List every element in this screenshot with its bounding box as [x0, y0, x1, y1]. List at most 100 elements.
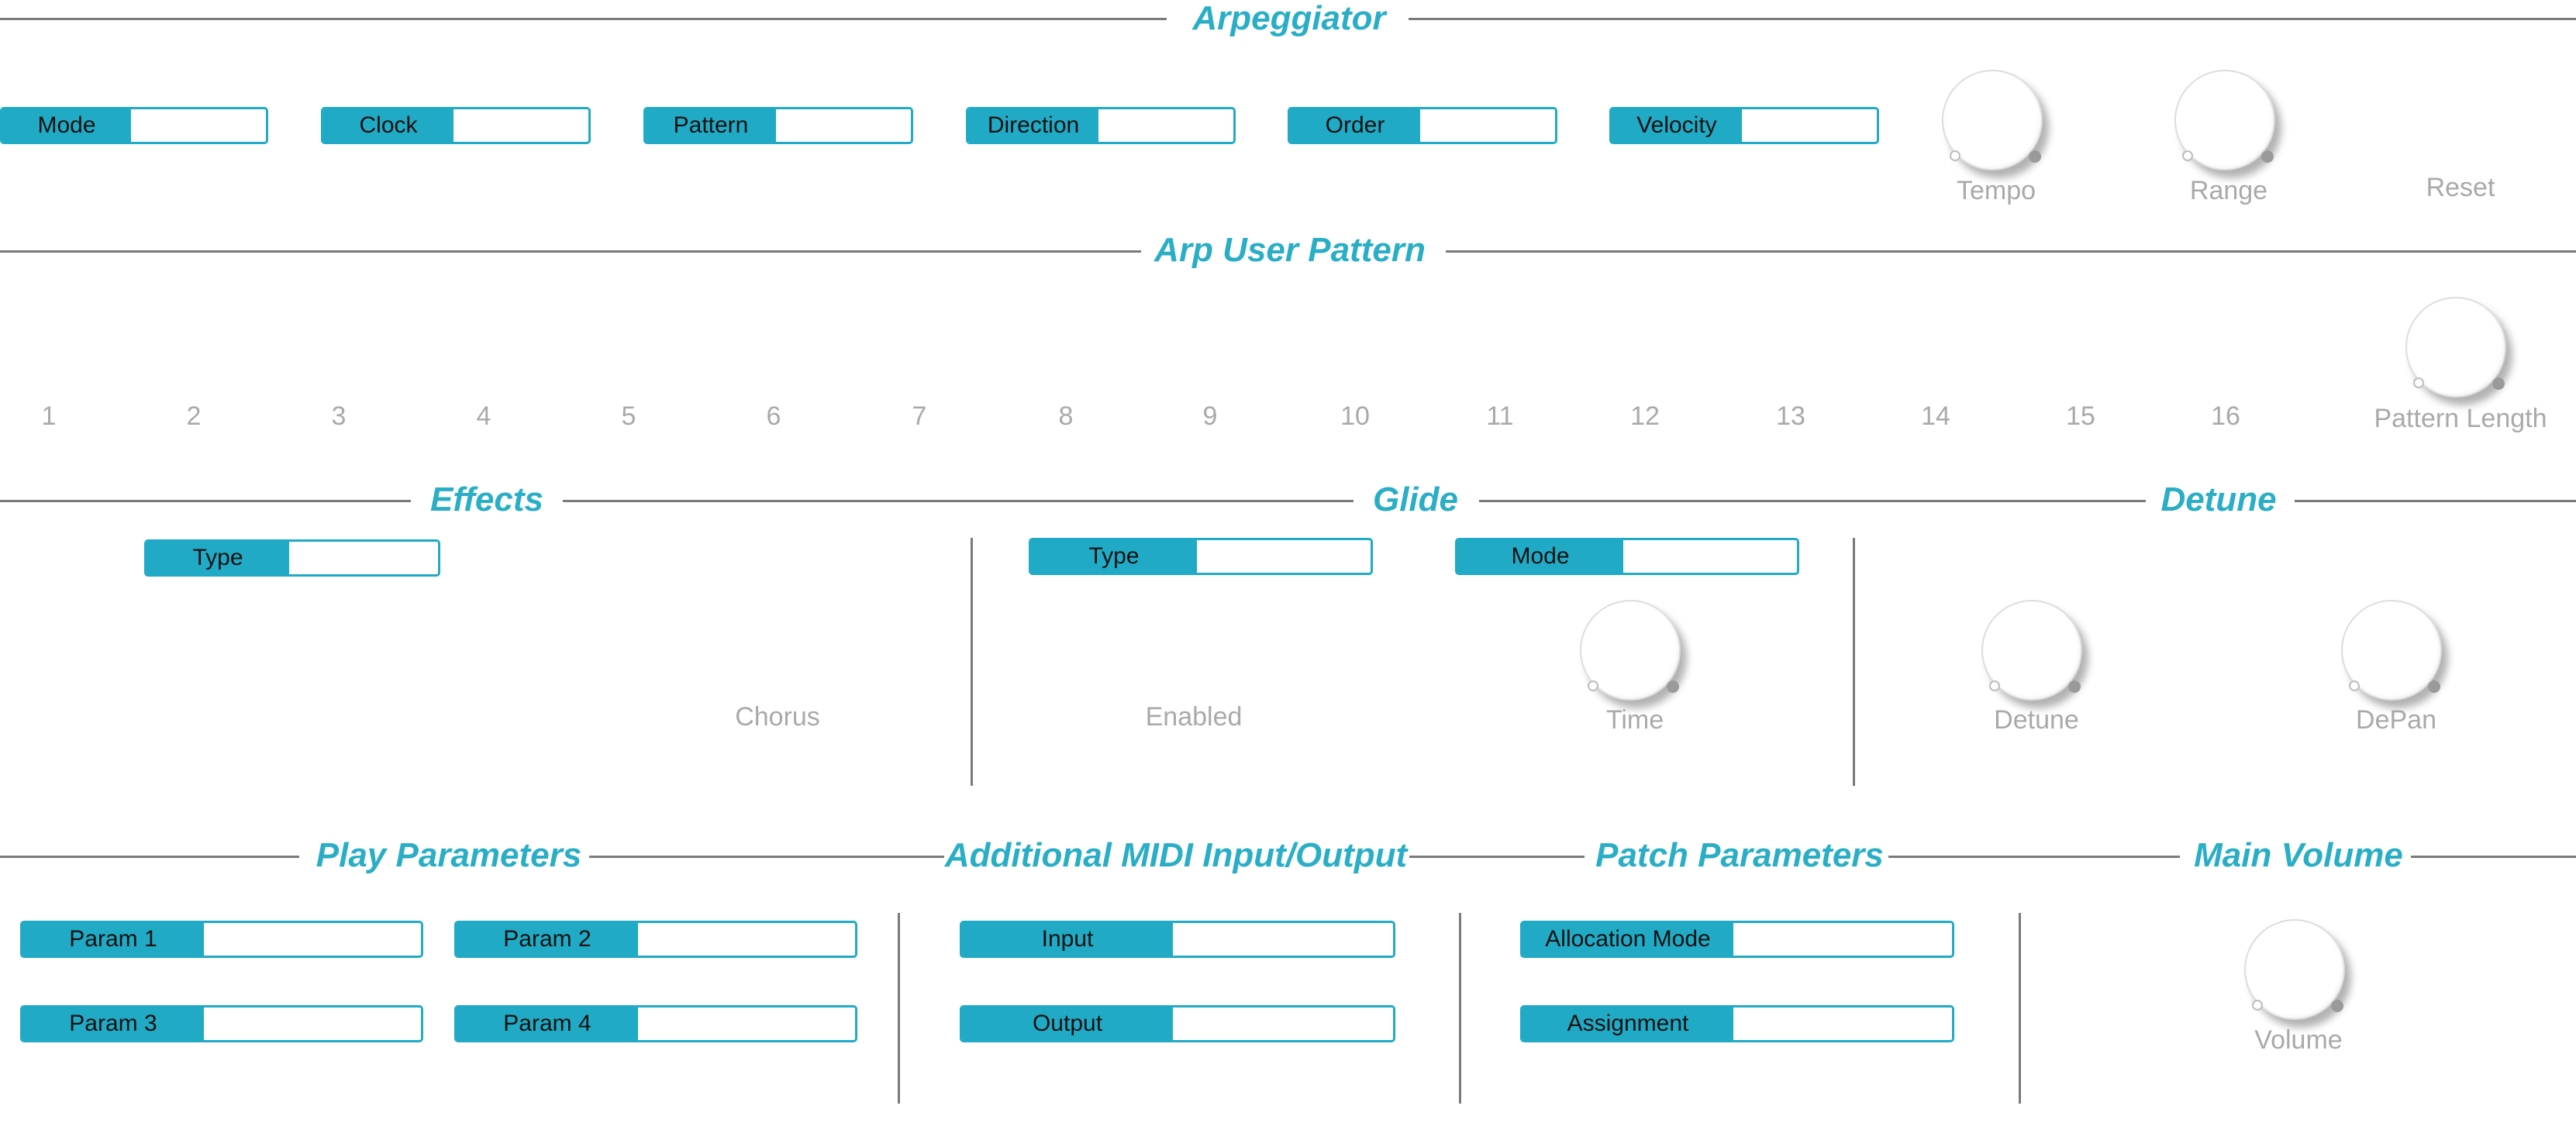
- glide-time-knob[interactable]: [1580, 600, 1688, 708]
- arp-reset-button[interactable]: Reset: [2426, 173, 2495, 202]
- glide-rule-right: [1479, 500, 2146, 502]
- glide-mode-select[interactable]: Mode: [1455, 538, 1799, 575]
- pattern-step-6[interactable]: 6: [766, 401, 781, 431]
- glide-enabled-button[interactable]: Enabled: [1145, 702, 1243, 732]
- glide-type-select[interactable]: Type: [1029, 538, 1373, 575]
- main-volume-knob-min-dot: [2252, 1000, 2263, 1011]
- param2-label: Param 2: [457, 923, 638, 956]
- glide-time-knob-indicator: [1667, 680, 1679, 693]
- arp-clock-select[interactable]: Clock: [321, 107, 591, 144]
- glide-time-knob-min-dot: [1588, 680, 1598, 691]
- arp-user-pattern-title: Arp User Pattern: [1154, 231, 1426, 269]
- pattern-step-1[interactable]: 1: [41, 401, 57, 431]
- detune-knob[interactable]: [1981, 600, 2090, 708]
- pattern-step-3[interactable]: 3: [331, 401, 347, 431]
- detune-rule-right: [2295, 500, 2576, 502]
- pattern-step-12[interactable]: 12: [1630, 401, 1660, 431]
- effects-rule-left: [0, 500, 411, 502]
- pattern-step-13[interactable]: 13: [1776, 401, 1805, 431]
- pattern-step-15[interactable]: 15: [2066, 401, 2095, 431]
- param3-select[interactable]: Param 3: [20, 1005, 423, 1042]
- detune-knob-min-dot: [1989, 680, 2000, 691]
- effects-title: Effects: [430, 480, 543, 518]
- arp-clock-label: Clock: [323, 109, 453, 142]
- param3-label: Param 3: [22, 1008, 204, 1040]
- midi-output-select[interactable]: Output: [960, 1005, 1395, 1042]
- midi-io-rule-right: [1409, 856, 1585, 858]
- arp-mode-label: Mode: [2, 109, 131, 142]
- arp-order-select[interactable]: Order: [1288, 107, 1557, 144]
- param1-select[interactable]: Param 1: [20, 921, 423, 958]
- arp-user-pattern-rule-right: [1446, 250, 2576, 253]
- patch-parameters-title: Patch Parameters: [1595, 836, 1884, 874]
- volume-label: Volume: [2254, 1025, 2343, 1055]
- arp-pattern-label: Pattern: [646, 109, 776, 142]
- pattern-length-label: Pattern Length: [2374, 404, 2547, 433]
- play-parameters-title: Play Parameters: [316, 836, 582, 874]
- pattern-step-7[interactable]: 7: [912, 401, 927, 431]
- pattern-step-9[interactable]: 9: [1202, 401, 1218, 431]
- detune-knob-indicator: [2068, 680, 2081, 693]
- arp-velocity-select[interactable]: Velocity: [1609, 107, 1879, 144]
- depan-knob[interactable]: [2341, 600, 2450, 708]
- main-volume-rule-right: [2411, 856, 2576, 858]
- detune-label: Detune: [1994, 705, 2079, 735]
- pattern-step-4[interactable]: 4: [476, 401, 491, 431]
- effects-type-select[interactable]: Type: [144, 539, 440, 577]
- play-params-rule-right: [589, 856, 944, 858]
- pattern-step-16[interactable]: 16: [2211, 401, 2240, 431]
- pattern-step-11[interactable]: 11: [1486, 401, 1514, 431]
- main-volume-title: Main Volume: [2194, 836, 2403, 874]
- main-volume-knob[interactable]: [2244, 919, 2353, 1028]
- assignment-select[interactable]: Assignment: [1520, 1005, 1954, 1042]
- glide-title: Glide: [1372, 480, 1459, 518]
- effects-chorus-button[interactable]: Chorus: [735, 702, 820, 732]
- depan-knob-indicator: [2428, 680, 2440, 693]
- allocation-mode-label: Allocation Mode: [1522, 923, 1733, 956]
- pattern-step-5[interactable]: 5: [621, 401, 636, 431]
- pattern-length-knob-indicator: [2492, 377, 2505, 390]
- range-knob-min-dot: [2182, 150, 2193, 161]
- glide-mode-label: Mode: [1457, 540, 1623, 573]
- param4-select[interactable]: Param 4: [454, 1005, 857, 1042]
- pattern-step-10[interactable]: 10: [1340, 401, 1370, 431]
- play-midi-divider: [898, 913, 900, 1104]
- range-label: Range: [2189, 176, 2268, 205]
- effects-type-label: Type: [147, 542, 289, 574]
- param1-label: Param 1: [22, 923, 204, 956]
- depan-label: DePan: [2356, 705, 2436, 735]
- midi-patch-divider: [1459, 913, 1461, 1104]
- pattern-length-knob-disc: [2405, 297, 2506, 398]
- arp-pattern-select[interactable]: Pattern: [643, 107, 913, 144]
- arpeggiator-title: Arpeggiator: [1192, 0, 1386, 37]
- tempo-knob-min-dot: [1950, 150, 1960, 161]
- patch-params-rule-right: [1888, 856, 2180, 858]
- midi-output-label: Output: [962, 1008, 1173, 1040]
- allocation-mode-select[interactable]: Allocation Mode: [1520, 921, 1954, 958]
- pattern-step-8[interactable]: 8: [1058, 401, 1074, 431]
- detune-title: Detune: [2160, 480, 2277, 518]
- glide-time-label: Time: [1605, 705, 1664, 735]
- play-params-rule-left: [0, 856, 299, 858]
- pattern-step-14[interactable]: 14: [1921, 401, 1950, 431]
- pattern-step-2[interactable]: 2: [186, 401, 202, 431]
- param2-select[interactable]: Param 2: [454, 921, 857, 958]
- effects-rule-right: [563, 500, 1354, 502]
- arp-direction-label: Direction: [968, 109, 1098, 142]
- midi-io-title: Additional MIDI Input/Output: [944, 836, 1408, 874]
- midi-input-select[interactable]: Input: [960, 921, 1395, 958]
- glide-detune-divider: [1853, 538, 1855, 786]
- tempo-knob[interactable]: [1942, 70, 2050, 178]
- effects-glide-divider: [971, 538, 973, 786]
- arp-direction-select[interactable]: Direction: [966, 107, 1236, 144]
- pattern-length-knob-min-dot: [2413, 377, 2424, 388]
- arp-velocity-label: Velocity: [1612, 109, 1742, 142]
- arpeggiator-rule-right: [1409, 18, 2576, 20]
- arp-mode-select[interactable]: Mode: [0, 107, 268, 144]
- pattern-length-knob[interactable]: [2405, 297, 2514, 405]
- assignment-label: Assignment: [1522, 1008, 1733, 1040]
- midi-input-label: Input: [962, 923, 1173, 956]
- param4-label: Param 4: [457, 1008, 638, 1040]
- range-knob[interactable]: [2174, 70, 2283, 178]
- depan-knob-min-dot: [2349, 680, 2360, 691]
